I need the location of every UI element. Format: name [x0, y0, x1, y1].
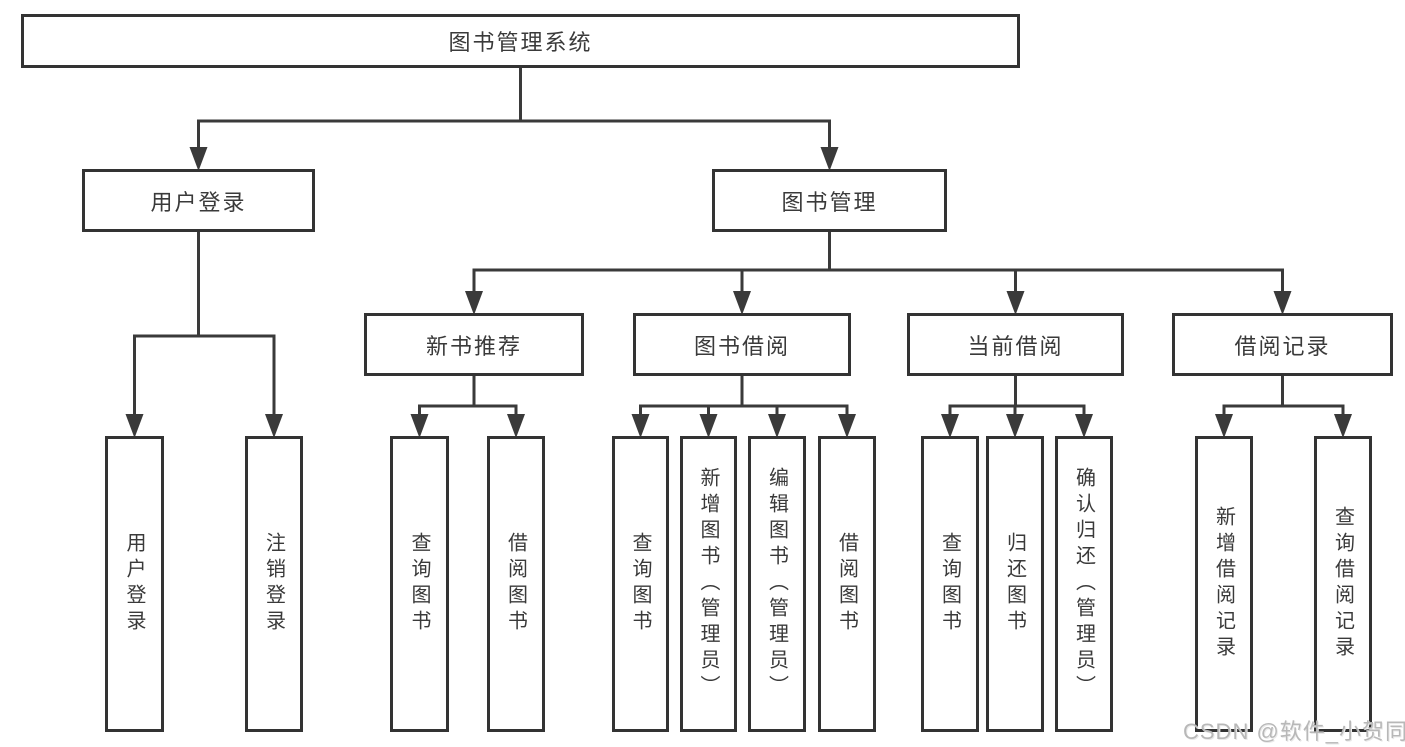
- arrowhead-user-login: [189, 147, 208, 171]
- arrowhead-records: [1273, 291, 1292, 315]
- arrowhead-c-query: [941, 414, 959, 438]
- node-root: 图书管理系统: [21, 14, 1020, 68]
- arrowhead-nb-query: [410, 414, 429, 438]
- node-r-add: 新增借阅记录: [1195, 436, 1253, 732]
- node-b-edit: 编辑图书（管理员）: [748, 436, 806, 732]
- node-user-login: 用户登录: [82, 169, 315, 232]
- node-nb-borrow: 借阅图书: [487, 436, 545, 732]
- node-b-query: 查询图书: [612, 436, 669, 732]
- node-c-return: 归还图书: [986, 436, 1044, 732]
- node-c-query: 查询图书: [921, 436, 979, 732]
- arrowhead-borrowing: [733, 291, 751, 315]
- arrowhead-login: [125, 414, 144, 438]
- node-borrowing: 图书借阅: [633, 313, 851, 376]
- arrowhead-b-edit: [768, 414, 786, 438]
- node-logout: 注销登录: [245, 436, 303, 732]
- watermark: CSDN @软件_小贺同学: [1183, 719, 1405, 744]
- arrowhead-c-return: [1006, 414, 1024, 438]
- arrowhead-b-query: [631, 414, 650, 438]
- arrowhead-c-confirm: [1075, 414, 1093, 438]
- arrowhead-r-add: [1215, 414, 1233, 438]
- node-b-add: 新增图书（管理员）: [680, 436, 737, 732]
- node-r-query: 查询借阅记录: [1314, 436, 1372, 732]
- arrowhead-r-query: [1334, 414, 1352, 438]
- arrowhead-nb-borrow: [507, 414, 525, 438]
- arrowhead-new-books: [465, 291, 483, 315]
- arrowhead-book-mgmt: [820, 147, 839, 171]
- node-c-confirm: 确认归还（管理员）: [1055, 436, 1113, 732]
- node-book-mgmt: 图书管理: [712, 169, 947, 232]
- arrowhead-logout: [265, 414, 283, 438]
- node-current: 当前借阅: [907, 313, 1124, 376]
- node-b-borrow: 借阅图书: [818, 436, 876, 732]
- node-nb-query: 查询图书: [390, 436, 449, 732]
- node-records: 借阅记录: [1172, 313, 1393, 376]
- node-new-books: 新书推荐: [364, 313, 584, 376]
- node-login: 用户登录: [105, 436, 164, 732]
- arrowhead-current: [1006, 291, 1025, 315]
- arrowhead-b-borrow: [838, 414, 856, 438]
- arrowhead-b-add: [699, 414, 718, 438]
